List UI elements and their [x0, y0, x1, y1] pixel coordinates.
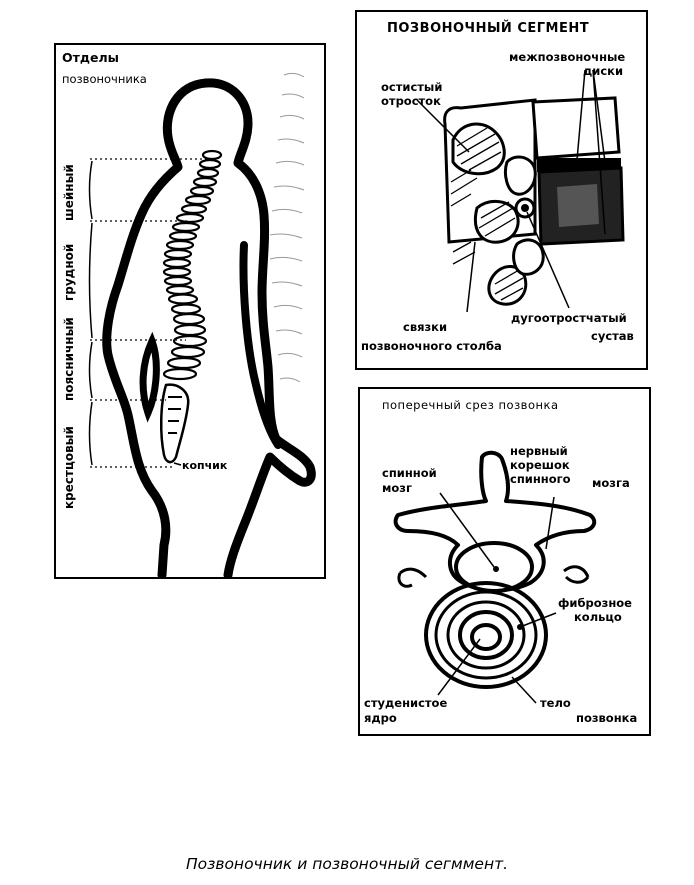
vertebral-body-upper — [531, 96, 621, 160]
label-facet-1: дугоотростчатый — [511, 311, 627, 325]
label-thoracic: грудной — [62, 243, 76, 301]
label-facet-2: сустав — [591, 329, 634, 343]
label-nerve-root-2: корешок — [510, 458, 570, 472]
vertebral-arch — [393, 450, 597, 593]
spinal-segment-panel: ПОЗВОНОЧНЫЙ СЕГМЕНТ межпозвоночные диски… — [355, 10, 648, 370]
figure-caption: Позвоночник и позвоночный сегммент. — [185, 855, 509, 873]
cross-section-title: поперечный срез позвонка — [382, 398, 559, 412]
label-spinous-1: остистый — [381, 80, 443, 94]
label-sacral: крестцовый — [62, 426, 76, 509]
label-coccyx: копчик — [182, 459, 228, 472]
label-nucleus-1: студенистое — [364, 696, 448, 710]
label-spinal-cord-2: мозг — [382, 481, 412, 495]
body-outline — [102, 78, 211, 577]
segment-title: ПОЗВОНОЧНЫЙ СЕГМЕНТ — [387, 21, 590, 36]
section-brackets — [88, 160, 93, 466]
label-nerve-root-4: мозга — [592, 476, 630, 490]
sacrum-shape — [159, 383, 190, 464]
cross-section-drawing — [393, 450, 597, 704]
spinal-segment-drawing — [416, 69, 625, 313]
body-silhouette-drawing — [88, 72, 316, 577]
label-discs-2: диски — [583, 64, 624, 78]
cross-leader-lines — [437, 492, 557, 704]
label-nerve-root-3: спинного — [510, 472, 571, 486]
label-fibrous-ring-1: фиброзное — [558, 596, 632, 610]
label-ligaments-1: связки — [403, 320, 448, 334]
stipple-texture — [269, 72, 305, 383]
label-discs-1: межпозвоночные — [509, 50, 626, 64]
label-lumbar: поясничный — [62, 317, 76, 401]
label-spinous-2: отросток — [381, 94, 441, 108]
nerve-roots — [397, 565, 590, 588]
label-nerve-root-1: нервный — [510, 444, 568, 458]
label-nucleus-2: ядро — [364, 711, 397, 725]
segment-leader-lines — [416, 69, 606, 313]
label-body-1: тело — [540, 696, 571, 710]
label-fibrous-ring-2: кольцо — [574, 610, 622, 624]
label-cervical: шейный — [62, 164, 76, 221]
label-body-2: позвонка — [576, 711, 638, 725]
section-boundaries — [90, 158, 212, 468]
spine-sections-panel: Отделы позвоночника шейный грудной поясн… — [54, 43, 326, 579]
vertebral-body-rings — [424, 581, 548, 689]
spine-vertebrae — [162, 149, 223, 381]
label-spinal-cord-1: спинной — [382, 466, 437, 480]
cross-section-panel: поперечный срез позвонка спинной мозг не… — [358, 387, 651, 736]
spine-sections-title: Отделы — [62, 50, 119, 65]
spine-sections-subtitle: позвоночника — [62, 72, 147, 86]
label-ligaments-2: позвоночного столба — [361, 339, 502, 353]
